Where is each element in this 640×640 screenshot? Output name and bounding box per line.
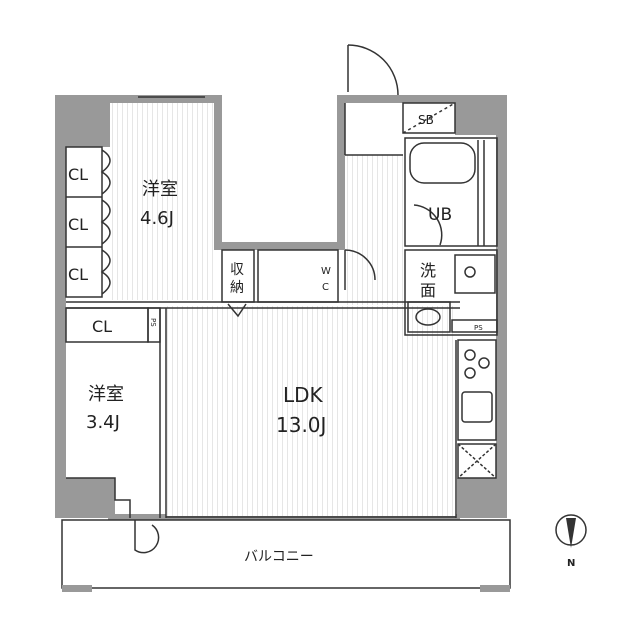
wc-label-2: C bbox=[322, 282, 329, 293]
western-room-1-size: 4.6J bbox=[140, 208, 174, 229]
hall-floor bbox=[345, 155, 403, 305]
balcony bbox=[61, 519, 511, 592]
balcony-label: バルコニー bbox=[244, 549, 314, 565]
western-room-2-name: 洋室 bbox=[88, 384, 124, 405]
western-room-2-floor bbox=[66, 342, 158, 477]
ldk-floor bbox=[166, 306, 456, 516]
interior-walls bbox=[65, 44, 498, 554]
compass-icon bbox=[555, 514, 587, 548]
western-room-2-size: 3.4J bbox=[86, 412, 120, 433]
closet-label-3: CL bbox=[68, 265, 88, 284]
western-room-1-name: 洋室 bbox=[142, 179, 178, 200]
ldk-name: LDK bbox=[283, 383, 324, 407]
storage-label-1: 収 bbox=[230, 262, 244, 278]
shoe-box-label: SB bbox=[418, 113, 434, 127]
storage-label-2: 納 bbox=[230, 280, 244, 296]
closet-label-2: CL bbox=[68, 215, 88, 234]
wall-shell bbox=[55, 95, 507, 520]
pipe-space-label-1: PS bbox=[149, 318, 157, 327]
compass-north-label: N bbox=[567, 558, 575, 569]
labels: 洋室 4.6J 洋室 3.4J LDK 13.0J CL CL CL CL PS… bbox=[68, 113, 575, 569]
wash-label-1: 洗 bbox=[420, 261, 436, 280]
floors bbox=[66, 103, 456, 516]
ldk-size: 13.0J bbox=[276, 413, 326, 437]
pipe-space-label-2: PS bbox=[474, 324, 483, 332]
western-room-1-floor bbox=[110, 103, 214, 300]
wash-label-2: 面 bbox=[420, 281, 436, 300]
closet-label-4: CL bbox=[92, 317, 112, 336]
wc-label-1: W bbox=[321, 266, 331, 277]
closet-label-1: CL bbox=[68, 165, 88, 184]
unit-bath-label: UB bbox=[428, 205, 452, 225]
